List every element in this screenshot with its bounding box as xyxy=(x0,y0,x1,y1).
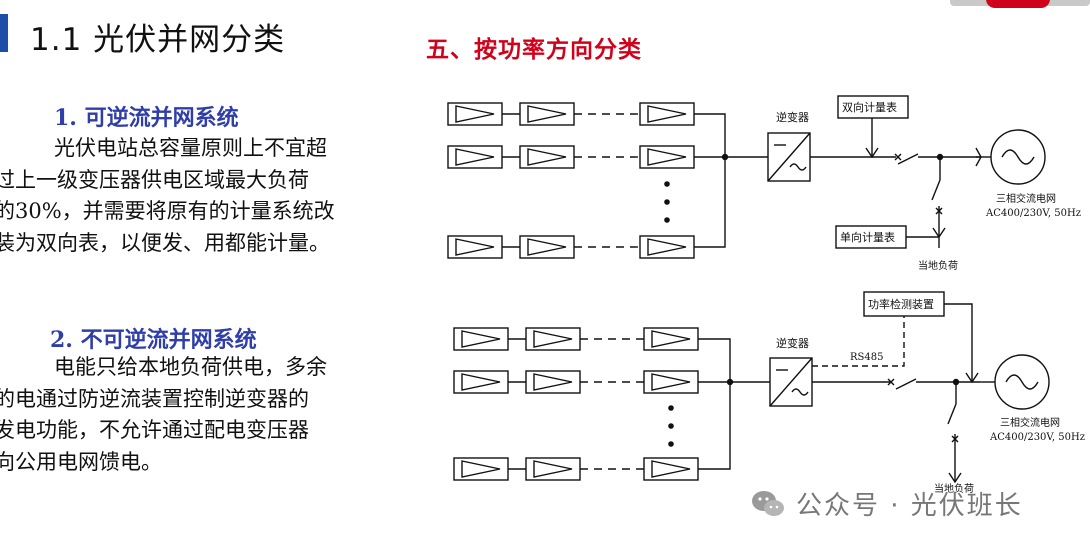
grid-spec: AC400/230V, 50Hz xyxy=(985,208,1081,219)
diagram1-reversible: 逆变器 双向计量表 单向计量表 当地负荷 三相交流电网 AC400/230V, … xyxy=(447,95,1081,272)
pv-string-row xyxy=(447,102,695,126)
wechat-icon xyxy=(750,489,786,519)
bidirectional-meter-label: 双向计量表 xyxy=(842,100,897,114)
section1-line: 过上一级变压器供电区域最大负荷 xyxy=(0,167,309,192)
load-label: 当地负荷 xyxy=(918,259,958,272)
inverter-label: 逆变器 xyxy=(776,110,809,124)
rs485-label: RS485 xyxy=(850,352,883,363)
section2-paragraph: 电能只给本地负荷供电，多余 的电通过防逆流装置控制逆变器的 发电功能，不允许通过… xyxy=(0,352,440,478)
section1-line: 的30%，并需要将原有的计量系统改 xyxy=(0,199,335,223)
slide-subtitle: 五、按功率方向分类 xyxy=(426,37,642,63)
watermark-text: 公众号 · 光伏班长 xyxy=(796,491,1023,521)
pv-string-row xyxy=(453,457,699,481)
grid-spec: AC400/230V, 50Hz xyxy=(989,432,1085,443)
circuit-diagrams: 逆变器 双向计量表 单向计量表 当地负荷 三相交流电网 AC400/230V, … xyxy=(440,88,1085,498)
pv-string-row xyxy=(447,145,695,169)
pv-string-row xyxy=(453,370,699,394)
inverter-label: 逆变器 xyxy=(776,336,809,350)
watermark: 公众号 · 光伏班长 xyxy=(750,485,1023,522)
section2-line: 向公用电网馈电。 xyxy=(0,449,162,474)
section1-paragraph: 光伏电站总容量原则上不宜超 过上一级变压器供电区域最大负荷 的30%，并需要将原… xyxy=(0,133,440,259)
section1-title: 1. 可逆流并网系统 xyxy=(54,105,239,131)
ellipsis-dots xyxy=(664,181,670,223)
ellipsis-dots xyxy=(668,405,674,447)
pv-string-row xyxy=(453,327,699,351)
section2-line: 电能只给本地负荷供电，多余 xyxy=(54,355,327,379)
slide-title: 1.1 光伏并网分类 xyxy=(30,22,286,58)
load-label: 当地负荷 xyxy=(934,482,974,495)
bidirectional-meter-box xyxy=(837,95,909,119)
unidirectional-meter-label: 单向计量表 xyxy=(840,230,895,244)
power-detection-label: 功率检测装置 xyxy=(868,297,934,311)
diagram2-nonreversible: 逆变器 功率检测装置 RS485 当地负荷 三相交流电网 AC400/230V,… xyxy=(453,291,1085,495)
section2-line: 发电功能，不允许通过配电变压器 xyxy=(0,418,309,442)
grid-label: 三相交流电网 xyxy=(996,192,1056,205)
grid-label: 三相交流电网 xyxy=(1000,416,1060,429)
section1-line: 光伏电站总容量原则上不宜超 xyxy=(54,136,327,160)
brand-logo-icon xyxy=(986,0,1050,8)
section2-title: 2. 不可逆流并网系统 xyxy=(50,327,257,353)
section2-line: 的电通过防逆流装置控制逆变器的 xyxy=(0,386,309,411)
section1-line: 装为双向表，以便发、用都能计量。 xyxy=(0,230,330,255)
title-accent-bar xyxy=(0,14,8,52)
pv-string-row xyxy=(447,235,695,259)
